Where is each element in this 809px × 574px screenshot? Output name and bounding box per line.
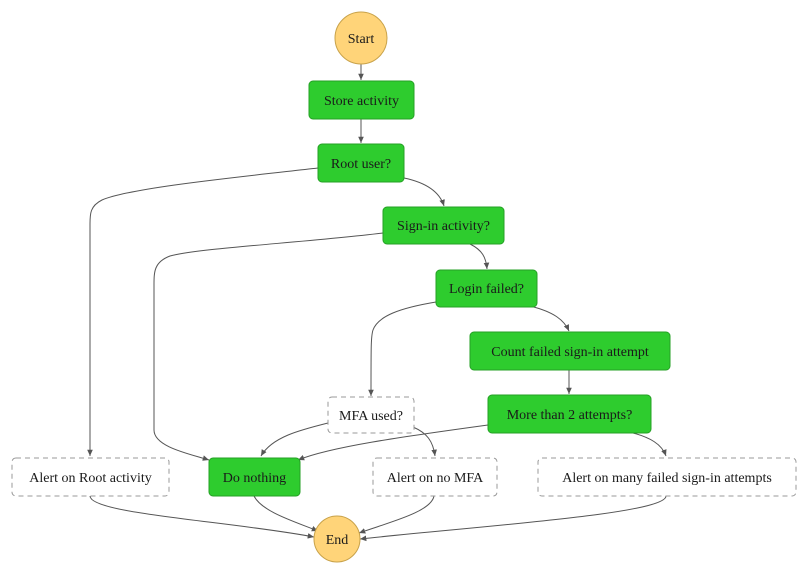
edge-more-than-2-to-alert-many-failed — [624, 430, 667, 457]
edges — [87, 64, 667, 542]
edge-alert-root-to-end — [89, 495, 315, 539]
node-end[interactable]: End — [313, 515, 361, 563]
mfa-used-shape — [327, 396, 415, 434]
alert-many-failed-label: Alert on many failed sign-in attempts — [562, 471, 772, 486]
count-failed-shape — [469, 331, 671, 371]
edge-root-user-to-alert-root — [87, 167, 319, 456]
do-nothing-label: Do nothing — [223, 471, 286, 486]
node-mfa-used[interactable]: MFA used? — [327, 396, 415, 434]
edge-sign-in-activity-to-do-nothing — [153, 232, 384, 461]
store-activity-label: Store activity — [324, 94, 399, 109]
alert-root-shape — [11, 457, 170, 497]
edge-alert-no-mfa-to-end — [358, 495, 435, 534]
count-failed-label: Count failed sign-in attempt — [491, 345, 649, 360]
start-shape — [334, 11, 388, 65]
node-alert-root[interactable]: Alert on Root activity — [11, 457, 170, 497]
nodes: Start Store activity Root user? Sign-in … — [11, 11, 797, 563]
end-shape — [313, 515, 361, 563]
store-activity-shape — [308, 80, 415, 120]
node-count-failed[interactable]: Count failed sign-in attempt — [469, 331, 671, 371]
more-than-2-label: More than 2 attempts? — [507, 408, 633, 423]
do-nothing-shape — [208, 457, 301, 497]
node-root-user[interactable]: Root user? — [317, 143, 405, 183]
node-login-failed[interactable]: Login failed? — [435, 269, 538, 308]
more-than-2-shape — [487, 394, 652, 434]
alert-root-label: Alert on Root activity — [29, 471, 151, 486]
edge-root-user-to-sign-in-activity — [403, 177, 445, 207]
root-user-label: Root user? — [331, 157, 391, 172]
sign-in-activity-shape — [382, 206, 505, 245]
alert-many-failed-shape — [537, 457, 797, 497]
node-start[interactable]: Start — [334, 11, 388, 65]
end-label: End — [326, 533, 349, 548]
alert-no-mfa-shape — [372, 457, 498, 497]
start-label: Start — [348, 32, 375, 47]
node-alert-many-failed[interactable]: Alert on many failed sign-in attempts — [537, 457, 797, 497]
edge-mfa-used-to-alert-no-mfa — [412, 426, 437, 457]
edge-more-than-2-to-do-nothing — [297, 424, 489, 461]
mfa-used-label: MFA used? — [339, 409, 403, 424]
alert-no-mfa-label: Alert on no MFA — [387, 471, 484, 486]
node-sign-in-activity[interactable]: Sign-in activity? — [382, 206, 505, 245]
login-failed-label: Login failed? — [449, 282, 524, 297]
login-failed-shape — [435, 269, 538, 308]
root-user-shape — [317, 143, 405, 183]
edge-login-failed-to-count-failed — [529, 305, 570, 332]
edge-do-nothing-to-end — [253, 495, 319, 532]
node-more-than-2[interactable]: More than 2 attempts? — [487, 394, 652, 434]
edge-sign-in-activity-to-login-failed — [469, 243, 490, 270]
edge-mfa-used-to-do-nothing — [260, 422, 329, 457]
node-alert-no-mfa[interactable]: Alert on no MFA — [372, 457, 498, 497]
edge-login-failed-to-mfa-used — [368, 301, 437, 397]
node-do-nothing[interactable]: Do nothing — [208, 457, 301, 497]
sign-in-activity-label: Sign-in activity? — [397, 219, 490, 234]
node-store-activity[interactable]: Store activity — [308, 80, 415, 120]
edge-alert-many-failed-to-end — [359, 495, 667, 542]
